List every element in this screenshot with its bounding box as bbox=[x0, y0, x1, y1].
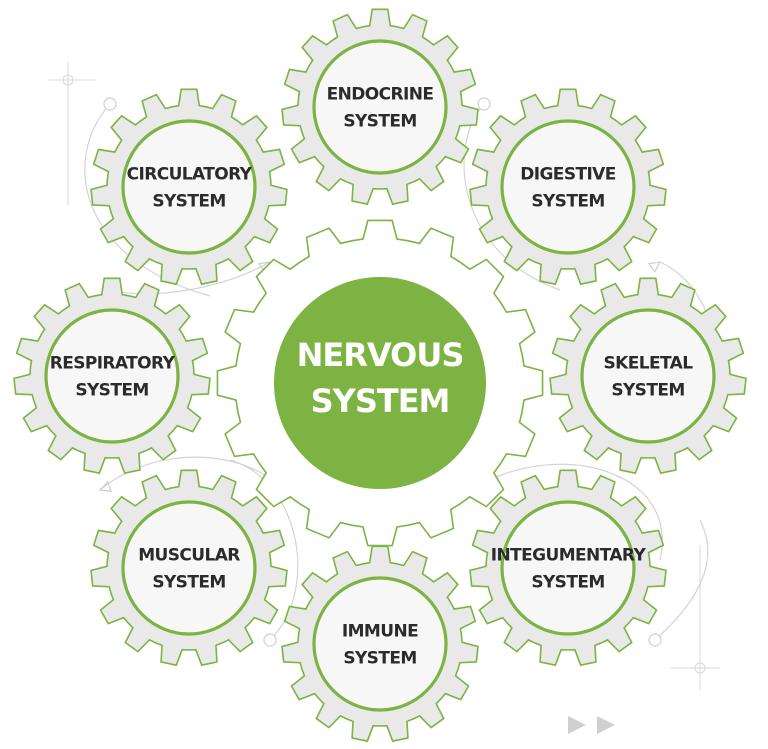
gear-label-line: SYSTEM bbox=[152, 192, 225, 212]
arc-endpoint-icon bbox=[648, 633, 662, 647]
gear-respiratory-system[interactable]: RESPIRATORY SYSTEM bbox=[13, 277, 211, 475]
gear-label-line: INTEGUMENTARY bbox=[491, 546, 647, 566]
crosshair-icon bbox=[48, 62, 96, 205]
gear-immune-system[interactable]: IMMUNE SYSTEM bbox=[281, 545, 479, 743]
gear-label-line: CIRCULATORY bbox=[127, 165, 253, 185]
system-gears: ENDOCRINE SYSTEM DIGESTIVE SYSTEM SKELETAL SY… bbox=[13, 8, 747, 743]
connector-arc bbox=[479, 463, 663, 561]
gear-label-line: RESPIRATORY bbox=[50, 354, 176, 374]
gear-muscular-system[interactable]: MUSCULAR SYSTEM bbox=[90, 469, 288, 667]
arrowhead-icon bbox=[647, 261, 662, 273]
gear-label-line: SYSTEM bbox=[531, 192, 604, 212]
connector-arc bbox=[654, 519, 709, 641]
gear-integumentary-system[interactable]: INTEGUMENTARY SYSTEM bbox=[469, 469, 667, 667]
gear-label-line: SYSTEM bbox=[611, 381, 684, 401]
gear-label-line: SYSTEM bbox=[152, 573, 225, 593]
arrowhead-icon bbox=[98, 480, 113, 492]
gear-label-line: IMMUNE bbox=[342, 622, 418, 642]
arc-endpoint-icon bbox=[103, 97, 117, 111]
gear-label-line: DIGESTIVE bbox=[520, 165, 616, 185]
gear-label-line: MUSCULAR bbox=[138, 546, 240, 566]
gear-label-line: SYSTEM bbox=[343, 112, 416, 132]
arc-endpoint-icon bbox=[263, 633, 277, 647]
gear-label-line: SYSTEM bbox=[75, 381, 148, 401]
gear-circulatory-system[interactable]: CIRCULATORY SYSTEM bbox=[90, 88, 288, 286]
gear-endocrine-system[interactable]: ENDOCRINE SYSTEM bbox=[281, 8, 479, 206]
center-label-line: NERVOUS bbox=[297, 336, 464, 374]
center-label-line: SYSTEM bbox=[311, 382, 450, 420]
nervous-system-hub[interactable] bbox=[274, 277, 486, 489]
central-gear: NERVOUS SYSTEM bbox=[216, 219, 544, 547]
gear-label-line: ENDOCRINE bbox=[327, 85, 434, 105]
arc-endpoint-icon bbox=[477, 97, 491, 111]
gear-skeletal-system[interactable]: SKELETAL SYSTEM bbox=[549, 277, 747, 475]
gear-label-line: SYSTEM bbox=[343, 649, 416, 669]
gear-label-line: SYSTEM bbox=[531, 573, 604, 593]
fast-forward-icon[interactable] bbox=[568, 716, 615, 734]
crosshair-icon bbox=[670, 545, 720, 690]
connector-arc bbox=[109, 261, 271, 295]
gear-label-line: SKELETAL bbox=[604, 354, 694, 374]
gear-digestive-system[interactable]: DIGESTIVE SYSTEM bbox=[469, 88, 667, 286]
